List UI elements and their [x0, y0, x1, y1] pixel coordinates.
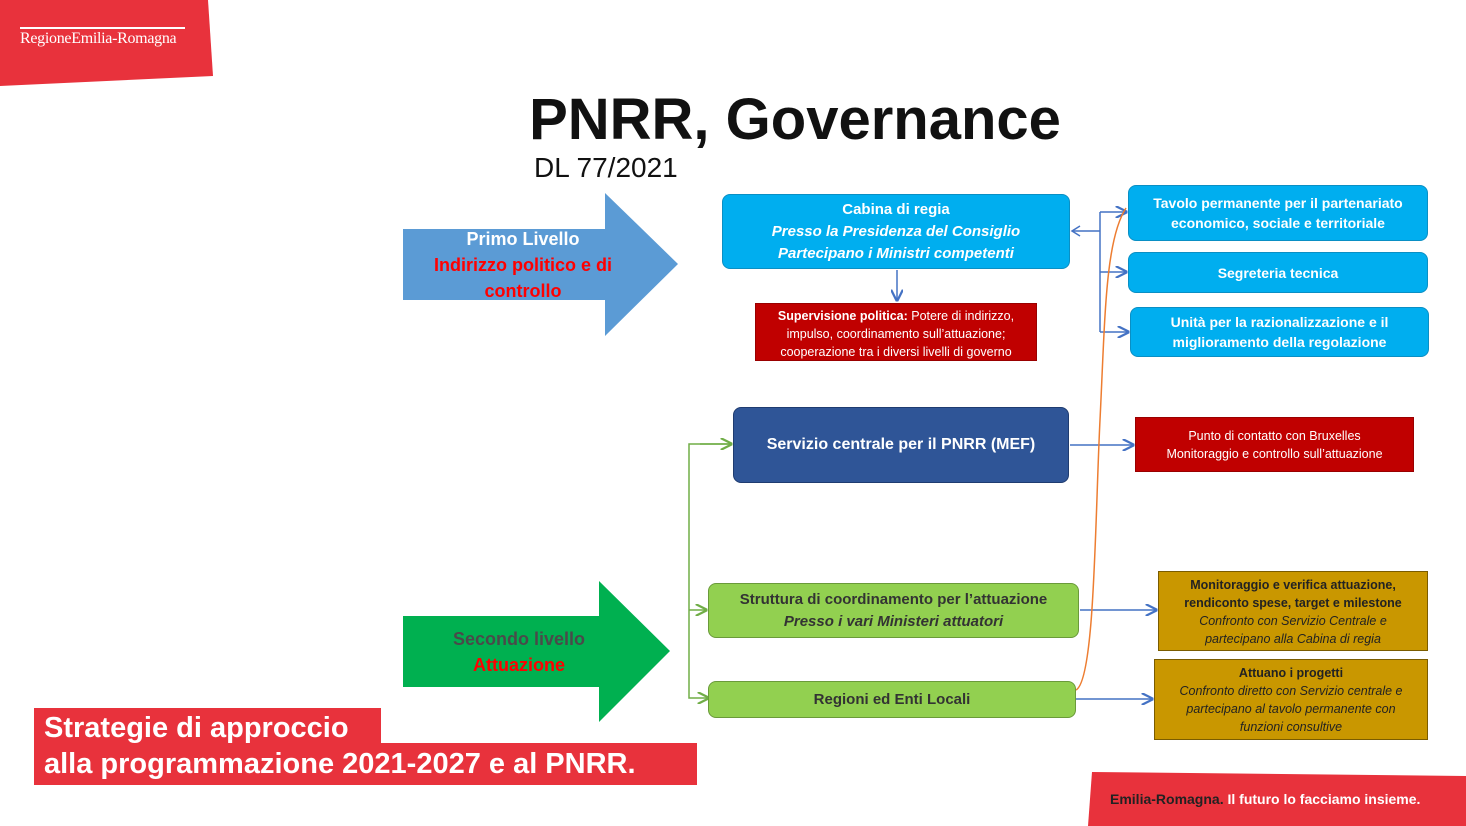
monitoraggio-line-1: Monitoraggio e verifica attuazione, [1190, 578, 1396, 592]
footer-slogan-text: Il futuro lo facciamo insieme. [1223, 791, 1421, 807]
attuano-line-4: funzioni consultive [1239, 720, 1343, 734]
segreteria-label: Segreteria tecnica [1217, 264, 1339, 281]
cabina-title: Cabina di regia [842, 200, 950, 218]
cabina-di-regia-node: Cabina di regia Presso la Presidenza del… [722, 194, 1070, 269]
footer-slogan: Emilia-Romagna. Il futuro lo facciamo in… [1110, 791, 1420, 807]
cabina-members: Partecipano i Ministri competenti [778, 244, 1014, 262]
punto-contatto-node: Punto di contatto con Bruxelles Monitora… [1135, 417, 1414, 472]
monitoraggio-line-4: partecipano alla Cabina di regia [1205, 632, 1381, 646]
monitoraggio-line-2: rendiconto spese, target e milestone [1184, 596, 1402, 610]
first-level-arrow [403, 193, 678, 336]
supervisione-text: Potere di indirizzo, [907, 309, 1015, 323]
supervisione-node: Supervisione politica: Potere di indiriz… [755, 303, 1037, 361]
unita-razionalizzazione-node: Unità per la razionalizzazione e il migl… [1130, 307, 1429, 357]
punto-line-1: Punto di contatto con Bruxelles [1188, 428, 1361, 443]
regioni-to-tavolo-curve [1075, 207, 1127, 691]
struttura-line-2: Presso i vari Ministeri attuatori [783, 612, 1004, 630]
struttura-coordinamento-node: Struttura di coordinamento per l’attuazi… [708, 583, 1079, 638]
second-level-label: Secondo livello Attuazione [403, 626, 635, 678]
page-title: PNRR, Governance [529, 87, 1061, 152]
cabina-location: Presso la Presidenza del Consiglio [771, 222, 1021, 240]
monitoraggio-line-3: Confronto con Servizio Centrale e [1199, 614, 1387, 628]
first-level-title: Primo Livello [466, 229, 580, 249]
green-bracket-connector [688, 443, 731, 698]
monitoraggio-node: Monitoraggio e verifica attuazione, rend… [1158, 571, 1428, 651]
first-level-subtitle-cont: controllo [484, 281, 562, 301]
footer-caption-line-1: Strategie di approccio [34, 708, 381, 746]
second-level-arrow [403, 581, 670, 722]
supervisione-text-2: impulso, coordinamento sull’attuazione; [786, 327, 1006, 341]
logo: RegioneEmilia-Romagna [20, 30, 177, 47]
struttura-line-1: Struttura di coordinamento per l’attuazi… [739, 590, 1048, 608]
page-subtitle: DL 77/2021 [534, 152, 678, 183]
unita-line-1: Unità per la razionalizzazione e il [1170, 314, 1389, 330]
supervisione-text-3: cooperazione tra i diversi livelli di go… [780, 345, 1012, 359]
footer-right-tab [1088, 772, 1466, 826]
supervisione-label: Supervisione politica: [777, 309, 908, 323]
segreteria-tecnica-node: Segreteria tecnica [1128, 252, 1428, 293]
attuano-line-3: partecipano al tavolo permanente con [1186, 702, 1396, 716]
tavolo-line-2: economico, sociale e territoriale [1171, 215, 1385, 231]
tavolo-permanente-node: Tavolo permanente per il partenariato ec… [1128, 185, 1428, 241]
footer-slogan-highlight: Emilia-Romagna. [1110, 791, 1224, 807]
regioni-label: Regioni ed Enti Locali [813, 690, 971, 708]
attuano-line-2: Confronto diretto con Servizio centrale … [1179, 684, 1403, 698]
attuano-line-1: Attuano i progetti [1238, 666, 1344, 680]
punto-line-2: Monitoraggio e controllo sull’attuazione [1166, 446, 1383, 461]
first-level-label: Primo Livello Indirizzo politico e di co… [403, 226, 643, 304]
cabina-group-arrowhead [1070, 225, 1081, 237]
servizio-label: Servizio centrale per il PNRR (MEF) [766, 436, 1036, 453]
logo-tab [0, 0, 213, 86]
regioni-enti-locali-node: Regioni ed Enti Locali [708, 681, 1076, 718]
first-level-subtitle: Indirizzo politico e di [434, 255, 612, 275]
second-level-title: Secondo livello [452, 629, 586, 649]
footer-caption-line-2: alla programmazione 2021-2027 e al PNRR. [34, 743, 697, 785]
attuano-progetti-node: Attuano i progetti Confronto diretto con… [1154, 659, 1428, 740]
logo-rule-top [20, 27, 185, 29]
tavolo-line-1: Tavolo permanente per il partenariato [1153, 195, 1403, 211]
servizio-centrale-node: Servizio centrale per il PNRR (MEF) [733, 407, 1069, 483]
unita-line-2: miglioramento della regolazione [1172, 334, 1387, 350]
second-level-subtitle: Attuazione [473, 655, 565, 675]
